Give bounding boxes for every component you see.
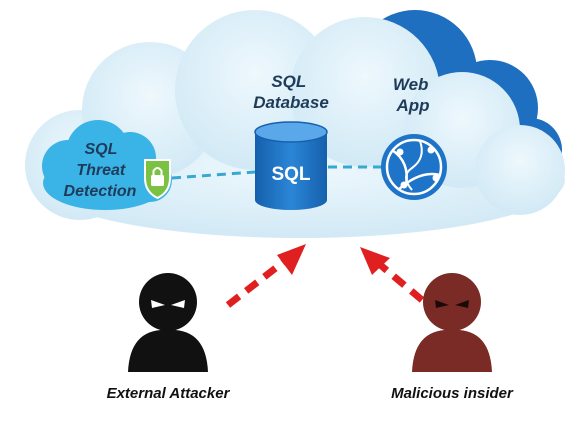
webapp-label-line-1: Web [393,75,429,94]
threat-label-line-1: SQL [84,141,117,158]
svg-text:Web App: Web App [393,75,433,115]
hooded-attacker-icon [128,273,208,372]
hooded-insider-icon [412,273,492,372]
webapp-label-line-2: App [395,96,429,115]
globe-icon [381,134,447,200]
svg-text:SQL Threat Detecti: SQL Threat Detection [64,141,137,200]
db-cylinder-text: SQL [271,164,310,185]
attack-arrow-right [360,247,425,303]
svg-text:SQL Database: SQL Database [253,72,329,112]
threat-label-line-3: Detection [64,183,137,200]
threat-label-line-2: Threat [76,162,126,179]
attack-arrow-left [225,244,306,308]
lock-shield-icon [144,159,171,200]
actor-label-external: External Attacker [107,385,231,402]
database-cylinder-icon: SQL [254,121,328,210]
db-label-line-1: SQL [271,72,306,91]
threat-detection-cloud: SQL Threat Detection [42,120,172,210]
db-label-line-2: Database [253,93,329,112]
actor-label-insider: Malicious insider [391,385,514,402]
